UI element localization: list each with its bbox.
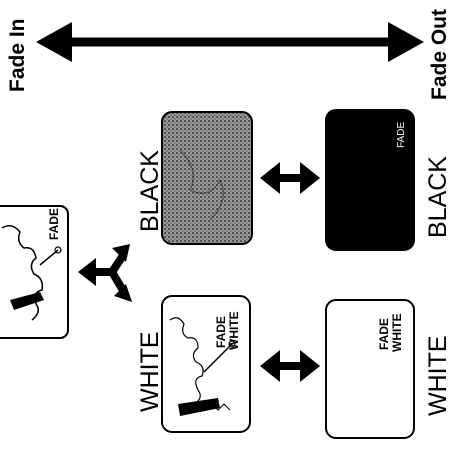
white-fade-card-line1: FADE xyxy=(214,316,228,348)
white-fade-card-line2: WHITE xyxy=(227,311,241,350)
row-white-label: WHITE xyxy=(136,331,164,412)
black-solid-card: FADE xyxy=(326,110,414,250)
source-card-label: FADE xyxy=(47,208,61,240)
white-row-arrow xyxy=(260,350,320,382)
black-solid-card-label: FADE xyxy=(396,122,407,148)
fade-in-out-arrow xyxy=(36,22,424,62)
branch-arrow xyxy=(78,244,132,302)
white-plain-card: FADE WHITE xyxy=(326,300,414,438)
black-row-arrow xyxy=(260,162,320,194)
source-card: FADE xyxy=(0,206,68,338)
row-black-label: BLACK xyxy=(136,150,164,232)
fade-in-header: Fade In xyxy=(6,18,29,92)
row-white-label-right: WHITE xyxy=(424,335,452,416)
fade-out-header: Fade Out xyxy=(428,9,451,100)
black-fade-card xyxy=(162,112,252,244)
white-plain-card-line1: FADE xyxy=(377,318,391,350)
row-black-label-right: BLACK xyxy=(424,156,452,238)
white-plain-card-line2: WHITE xyxy=(390,313,404,352)
white-fade-card: FADE WHITE xyxy=(162,296,250,432)
